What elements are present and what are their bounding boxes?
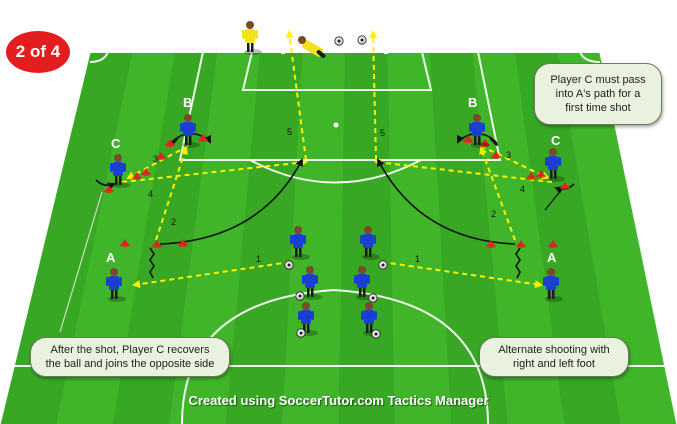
label-b-left: B xyxy=(183,95,192,110)
ball-icon xyxy=(371,329,381,339)
cone-icon xyxy=(165,139,175,147)
player-icon xyxy=(106,268,126,302)
cones xyxy=(104,134,570,248)
pass-numbers: 1 1 2 2 3 3 4 4 5 5 xyxy=(148,127,525,264)
note-player-c-text: Player C must pass into A's path for a f… xyxy=(550,74,646,114)
group-labels: B B C C A A xyxy=(106,95,561,265)
note-recover: After the shot, Player C recovers the ba… xyxy=(30,337,230,377)
cone-icon xyxy=(152,240,162,248)
player-icon xyxy=(290,226,310,260)
credit-text: Created using SoccerTutor.com Tactics Ma… xyxy=(188,393,489,408)
label-b-right: B xyxy=(468,95,477,110)
ball-icon xyxy=(357,35,367,45)
player-icon xyxy=(110,154,130,188)
pass-number-2-left: 2 xyxy=(171,217,176,227)
pass-number-3-left: 3 xyxy=(153,154,158,164)
player-icon xyxy=(302,266,322,300)
cone-icon xyxy=(141,168,151,176)
player-icon xyxy=(543,268,563,302)
ball-icon xyxy=(334,36,344,46)
cone-icon xyxy=(516,240,526,248)
label-c-right: C xyxy=(551,133,561,148)
cone-icon xyxy=(463,135,473,143)
pass-number-1-left: 1 xyxy=(256,254,261,264)
players xyxy=(106,21,565,336)
note-recover-text: After the shot, Player C recovers the ba… xyxy=(45,344,215,370)
ball-icon xyxy=(368,293,378,303)
ball-icon xyxy=(296,328,306,338)
pass-number-5-left: 5 xyxy=(287,127,292,137)
cone-icon xyxy=(491,151,501,159)
cone-icon xyxy=(486,240,496,248)
cone-icon xyxy=(536,170,546,178)
pass-number-3-right: 3 xyxy=(506,150,511,160)
pass-lines xyxy=(121,30,553,289)
cone-icon xyxy=(178,239,188,247)
penalty-spot xyxy=(333,122,339,128)
player-icon xyxy=(180,114,200,148)
label-a-left: A xyxy=(106,250,116,265)
step-badge: 2 of 4 xyxy=(6,31,70,73)
note-alternate: Alternate shooting with right and left f… xyxy=(479,337,629,377)
goalkeeper-icon xyxy=(242,21,262,55)
balls xyxy=(284,35,388,339)
cone-icon xyxy=(548,240,558,248)
cone-icon xyxy=(132,172,142,180)
ball-icon xyxy=(295,291,305,301)
label-c-left: C xyxy=(111,136,121,151)
pass-number-5-right: 5 xyxy=(380,128,385,138)
cone-icon xyxy=(560,182,570,190)
cone-icon xyxy=(120,239,130,247)
player-icon xyxy=(360,226,380,260)
goal-icon xyxy=(281,12,388,54)
cone-icon xyxy=(104,185,114,193)
note-player-c: Player C must pass into A's path for a f… xyxy=(534,63,662,125)
cone-icon xyxy=(198,134,208,142)
ball-icon xyxy=(378,260,388,270)
pass-number-4-left: 4 xyxy=(148,189,153,199)
ball-icon xyxy=(284,260,294,270)
note-alternate-text: Alternate shooting with right and left f… xyxy=(498,344,610,370)
cone-icon xyxy=(156,152,166,160)
pass-number-2-right: 2 xyxy=(491,209,496,219)
pass-number-1-right: 1 xyxy=(415,254,420,264)
player-icon xyxy=(469,114,489,148)
cone-icon xyxy=(480,139,490,147)
goalkeeper-icon xyxy=(298,36,326,58)
pass-number-4-right: 4 xyxy=(520,184,525,194)
cone-icon xyxy=(526,172,536,180)
run-lines xyxy=(59,132,575,333)
label-a-right: A xyxy=(547,250,557,265)
player-icon xyxy=(545,148,565,182)
